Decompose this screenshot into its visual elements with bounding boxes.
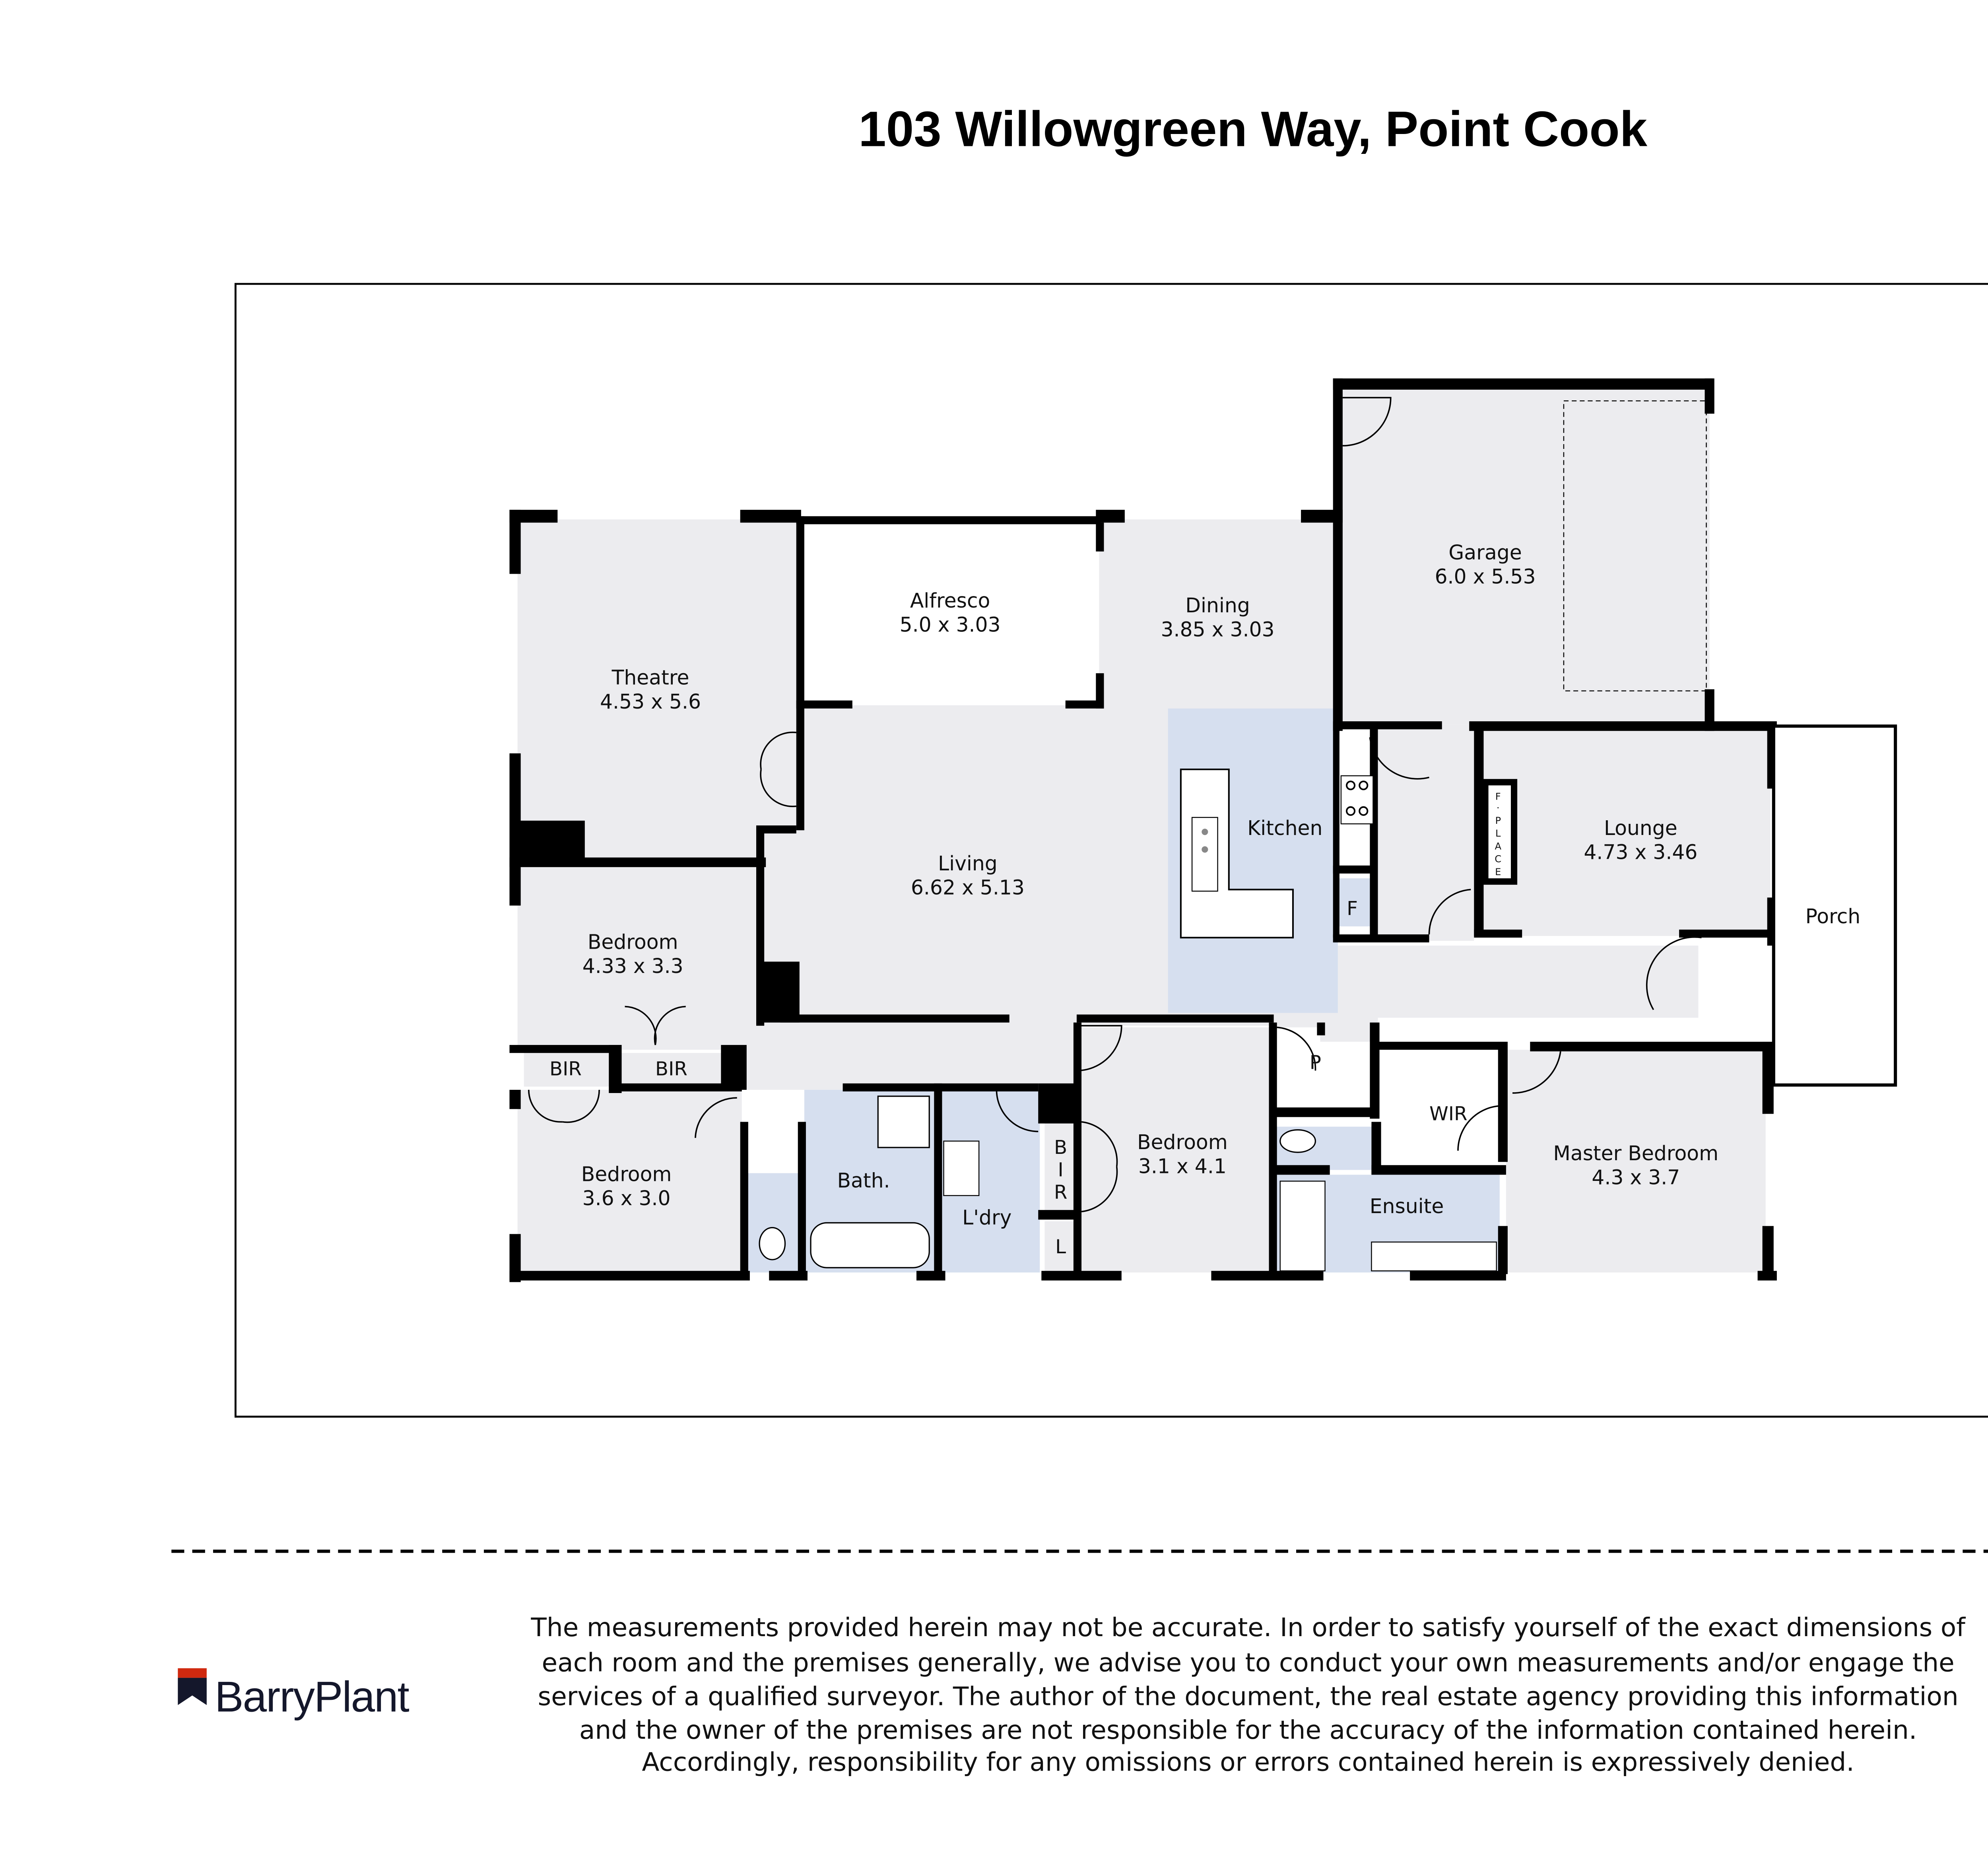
label-fridge: F <box>1347 898 1358 920</box>
room-wir <box>1381 1050 1501 1165</box>
svg-text:L: L <box>1495 828 1501 839</box>
svg-text:Accordingly, responsibility fo: Accordingly, responsibility for any omis… <box>642 1748 1854 1777</box>
label-bir-left: BIR <box>549 1058 582 1080</box>
label-ensuite: Ensuite <box>1370 1194 1444 1218</box>
svg-text:and the owner of the premises: and the owner of the premises are not re… <box>579 1715 1917 1745</box>
room-bedroom-2 <box>517 865 758 1050</box>
label-linen: L <box>1055 1236 1066 1258</box>
dims-theatre: 4.53 x 5.6 <box>600 690 701 713</box>
label-bir-v-b: B <box>1054 1136 1067 1159</box>
shower-icon <box>877 1095 930 1148</box>
dims-bedroom-4: 3.1 x 4.1 <box>1138 1154 1227 1178</box>
logo-red-bar <box>178 1668 207 1678</box>
svg-text:F: F <box>1495 791 1501 802</box>
vanity-icon <box>1371 1241 1497 1272</box>
fridge-space <box>1339 878 1375 926</box>
label-bath: Bath. <box>837 1169 890 1192</box>
label-garage: Garage <box>1448 541 1522 564</box>
label-dining: Dining <box>1185 594 1250 617</box>
linen <box>1044 1221 1077 1273</box>
label-master-bedroom: Master Bedroom <box>1553 1142 1718 1165</box>
room-master-bedroom <box>1506 1050 1766 1273</box>
svg-text:The measurements provided here: The measurements provided herein may not… <box>530 1613 1966 1643</box>
label-theatre: Theatre <box>612 666 689 689</box>
site-boundary <box>234 283 1988 1418</box>
label-bedroom-3: Bedroom <box>581 1163 672 1186</box>
ensuite-toilet-icon <box>1279 1129 1316 1153</box>
dims-garage: 6.0 x 5.53 <box>1435 565 1536 588</box>
room-bedroom-4 <box>1081 1027 1269 1273</box>
label-kitchen: Kitchen <box>1247 816 1322 840</box>
barryplant-logo: BarryPlant <box>178 1668 410 1721</box>
room-labels: Theatre 4.53 x 5.6 Alfresco 5.0 x 3.03 D… <box>549 541 1860 1258</box>
label-bedroom-4: Bedroom <box>1137 1130 1228 1154</box>
label-lounge: Lounge <box>1604 816 1677 840</box>
laundry-tub-icon <box>943 1140 980 1196</box>
shower-ensuite-icon <box>1279 1181 1326 1272</box>
label-alfresco: Alfresco <box>910 589 990 612</box>
door-swings <box>528 397 1702 1212</box>
svg-text:C: C <box>1495 854 1501 865</box>
cooktop-icon <box>1340 775 1374 825</box>
toilet-icon <box>759 1227 786 1260</box>
label-laundry: L'dry <box>962 1206 1011 1229</box>
bir-right <box>621 1053 721 1087</box>
label-bedroom-2: Bedroom <box>588 930 678 953</box>
dims-living: 6.62 x 5.13 <box>911 876 1025 899</box>
svg-text:each room and the premises gen: each room and the premises generally, we… <box>542 1648 1954 1678</box>
svg-text:P: P <box>1495 815 1501 826</box>
bir-left <box>524 1053 609 1087</box>
svg-text:A: A <box>1495 841 1501 852</box>
sink-icon <box>1191 817 1218 892</box>
room-garage <box>1341 384 1710 725</box>
bathtub-icon <box>810 1222 930 1268</box>
dims-alfresco: 5.0 x 3.03 <box>900 613 1001 636</box>
dims-lounge: 4.73 x 3.46 <box>1584 841 1697 864</box>
dims-master-bedroom: 4.3 x 3.7 <box>1592 1166 1680 1189</box>
dims-bedroom-2: 4.33 x 3.3 <box>582 954 683 978</box>
svg-text:E: E <box>1495 866 1501 878</box>
bir-vertical <box>1044 1122 1077 1212</box>
label-fireplace: F · P L A C E <box>1495 791 1501 878</box>
label-bir-v-i: I <box>1058 1159 1064 1181</box>
page-title: 103 Willowgreen Way, Point Cook <box>858 101 1647 157</box>
label-bir-right: BIR <box>655 1058 687 1080</box>
logo-bookmark-icon <box>178 1678 207 1705</box>
label-living: Living <box>938 852 998 875</box>
svg-text:·: · <box>1497 802 1500 814</box>
dims-bedroom-3: 3.6 x 3.0 <box>582 1186 671 1210</box>
room-bedroom-3 <box>517 1089 742 1273</box>
barryplant-wordmark: BarryPlant <box>215 1673 410 1721</box>
dims-dining: 3.85 x 3.03 <box>1161 618 1275 641</box>
corridor <box>1378 724 1474 941</box>
label-wir: WIR <box>1429 1103 1468 1125</box>
disclaimer: The measurements provided herein may not… <box>530 1613 1966 1777</box>
room-pantry-ext <box>1275 1075 1372 1108</box>
label-pantry: P <box>1310 1052 1321 1074</box>
room-lounge <box>1482 731 1771 936</box>
kitchen-island <box>1180 768 1294 939</box>
room-alfresco <box>801 524 1099 704</box>
label-bir-v-r: R <box>1054 1181 1068 1204</box>
room-theatre <box>517 519 796 861</box>
svg-text:services of a qualified survey: services of a qualified surveyor. The au… <box>538 1681 1959 1711</box>
label-porch: Porch <box>1806 905 1861 928</box>
room-porch <box>1772 724 1897 1087</box>
